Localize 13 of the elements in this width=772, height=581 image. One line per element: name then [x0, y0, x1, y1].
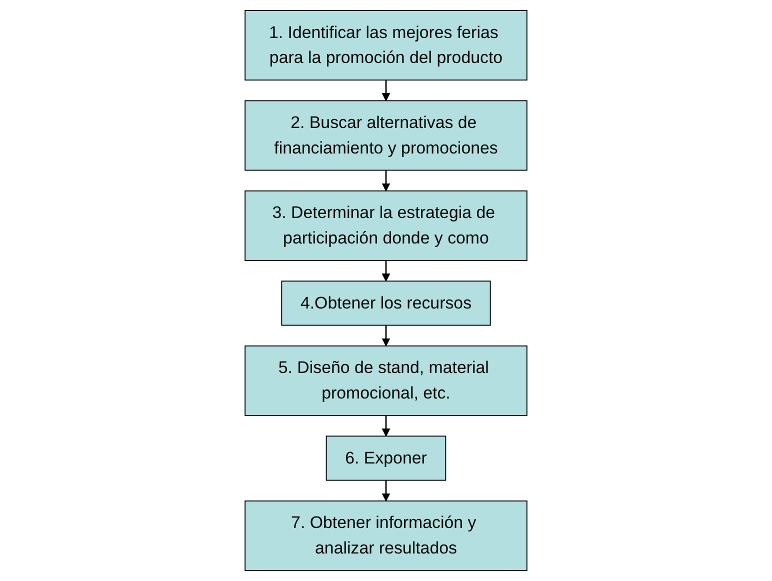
node-box: 4.Obtener los recursos	[281, 280, 491, 326]
node-box: 7. Obtener información y analizar resultados	[244, 500, 528, 571]
node-box: 5. Diseño de stand, material promocional, etc.	[244, 345, 528, 416]
arrow	[382, 260, 390, 282]
node-box: 6. Exponer	[326, 436, 446, 481]
arrow	[382, 415, 390, 436]
node-box: 1. Identificar las mejores ferias para la promoción del producto	[244, 10, 528, 80]
arrow	[382, 80, 390, 102]
arrow	[382, 170, 390, 192]
arrow	[382, 480, 390, 502]
node-box: 2. Buscar alternativas de financiamiento y promociones	[244, 100, 528, 171]
arrow	[382, 325, 390, 346]
node-box: 3. Determinar la estrategia de participación donde y como	[244, 190, 528, 261]
